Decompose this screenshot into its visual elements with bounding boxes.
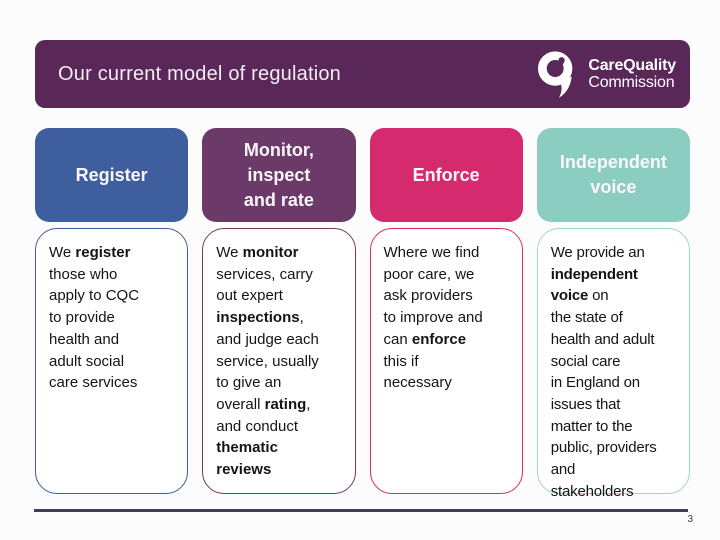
cqc-q-icon — [535, 46, 579, 102]
title-bar: Our current model of regulation CareQual… — [35, 40, 690, 108]
logo-line-care-quality: CareQuality — [588, 57, 676, 74]
independent-voice-header-box: Independent voice — [536, 128, 690, 222]
cqc-logo: CareQuality Commission — [535, 46, 690, 102]
register-header-box: Register — [35, 128, 189, 222]
logo-line-commission: Commission — [588, 74, 675, 91]
footer-divider — [34, 509, 688, 512]
page-title: Our current model of regulation — [58, 62, 342, 85]
page-number: 3 — [687, 514, 693, 525]
cqc-logo-text: CareQuality Commission — [588, 57, 676, 91]
enforce-header-box: Enforce — [369, 128, 523, 222]
monitor-header-box: Monitor, inspect and rate — [202, 128, 356, 222]
